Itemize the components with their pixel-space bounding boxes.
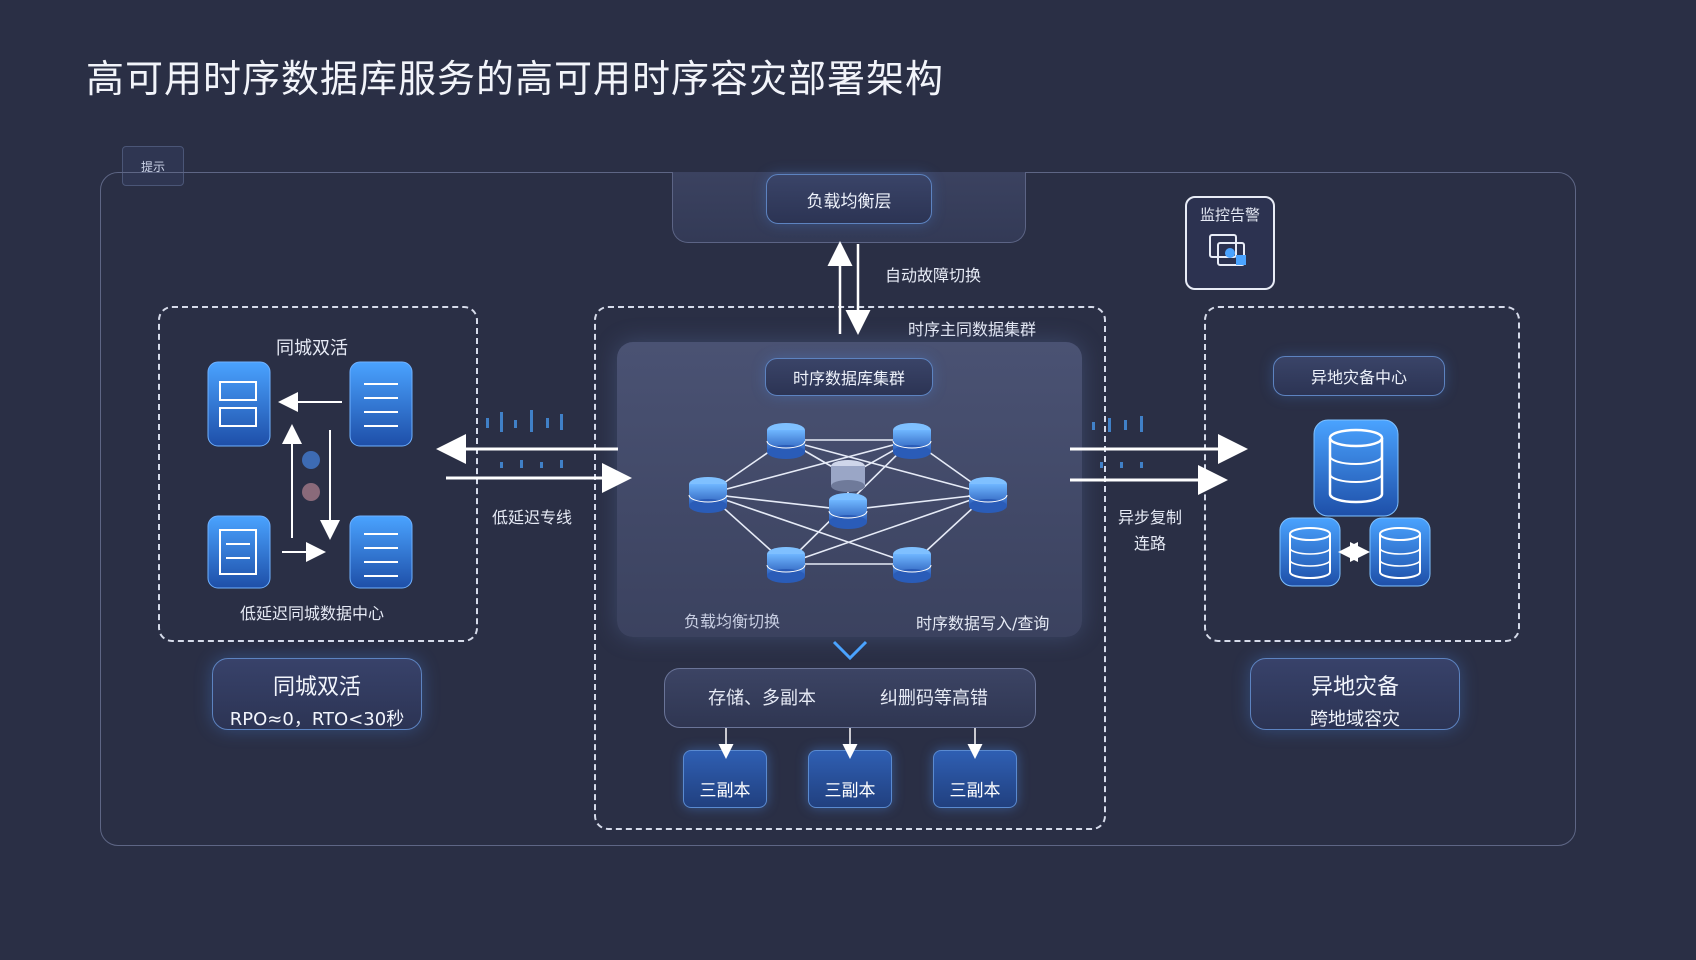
right-link-label-2: 连路 [1134, 534, 1167, 553]
right-card-title: 异地灾备 [1310, 675, 1399, 700]
cluster-node-2 [892, 423, 932, 459]
monitor-alert-box[interactable]: 监控告警 [1185, 196, 1275, 290]
storage-left-label: 存储、多副本 [708, 688, 816, 709]
left-sync-dot-2 [302, 483, 320, 501]
left-server-tr [349, 361, 413, 447]
cluster-bottom-right: 时序数据写入/查询 [916, 614, 1050, 633]
left-card-title: 同城双活 [272, 675, 361, 700]
left-zone [158, 306, 478, 642]
cluster-node-3 [831, 460, 865, 492]
cluster-node-7 [766, 547, 806, 583]
cluster-bottom-left: 负载均衡切换 [684, 612, 781, 631]
right-card-subtitle: 跨地域容灾 [1310, 709, 1400, 730]
logo: 提示 [122, 146, 184, 186]
monitor-icon [1209, 234, 1246, 266]
left-signal-dots [486, 410, 563, 468]
cluster-node-1 [766, 423, 806, 459]
replica-1[interactable]: 三副本 [683, 750, 767, 808]
right-db-main [1313, 419, 1399, 517]
center-zone-label: 时序主同数据集群 [908, 320, 1037, 339]
load-balancer-label[interactable]: 负载均衡层 [766, 174, 932, 224]
right-link-label-1: 异步复制 [1118, 508, 1183, 527]
storage-right-label: 纠删码等高错 [880, 688, 988, 709]
left-sync-dot-1 [302, 451, 320, 469]
cluster-node-5 [968, 477, 1008, 513]
cluster-node-6 [828, 493, 868, 529]
right-signal-dots [1092, 416, 1143, 468]
storage-bar [664, 668, 1036, 728]
left-server-br [349, 515, 413, 589]
cluster-nodes [688, 423, 1008, 583]
left-zone-label: 同城双活 [276, 338, 348, 359]
left-card-subtitle: RPO≈0，RTO<30秒 [229, 709, 405, 730]
left-zone-bottom-label: 低延迟同城数据中心 [240, 604, 385, 623]
replica-3[interactable]: 三副本 [933, 750, 1017, 808]
monitor-label: 监控告警 [1199, 206, 1260, 224]
right-db-right [1369, 517, 1431, 587]
left-server-bl [207, 515, 271, 589]
replica-2[interactable]: 三副本 [808, 750, 892, 808]
failover-label: 自动故障切换 [885, 266, 982, 285]
page-title: 高可用时序数据库服务的高可用时序容灾部署架构 [86, 57, 945, 101]
right-db-left [1279, 517, 1341, 587]
right-zone-label[interactable]: 异地灾备中心 [1273, 356, 1445, 396]
cluster-title[interactable]: 时序数据库集群 [765, 358, 933, 396]
right-summary-card[interactable]: 异地灾备 跨地域容灾 [1250, 658, 1460, 730]
left-summary-card[interactable]: 同城双活 RPO≈0，RTO<30秒 [212, 658, 422, 730]
center-zone [594, 306, 1106, 830]
left-link-label: 低延迟专线 [492, 508, 573, 527]
cluster-node-8 [892, 547, 932, 583]
chevron-down-icon [832, 640, 868, 661]
cluster-node-4 [688, 477, 728, 513]
left-server-tl [207, 361, 271, 447]
